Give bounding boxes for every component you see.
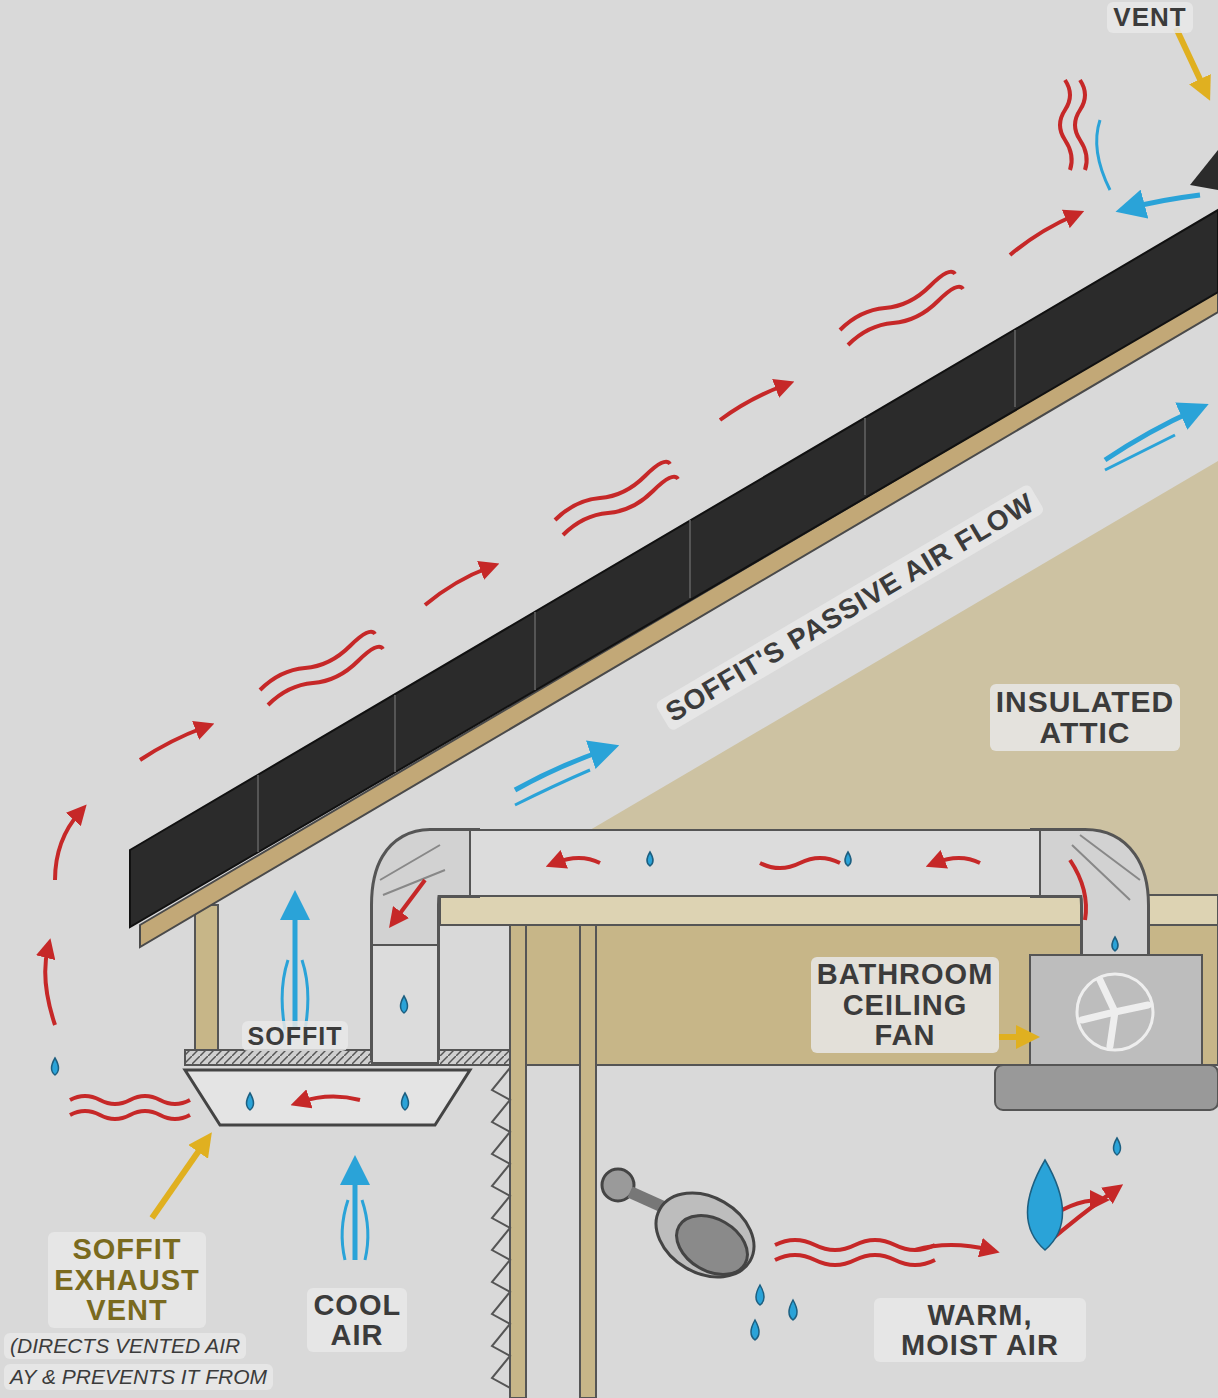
illustration-part [666, 1203, 758, 1286]
illustration-part [130, 210, 1218, 927]
illustration-part [140, 727, 205, 760]
illustration-part [293, 905, 298, 1030]
illustration-part [1030, 863, 1115, 955]
illustration-part [1112, 937, 1118, 951]
illustration-part [1105, 410, 1195, 460]
illustration-part [756, 1285, 764, 1305]
illustration-part [1130, 195, 1200, 208]
illustration-part [845, 852, 851, 866]
illustration-part [1097, 120, 1110, 190]
illustration-part [515, 770, 590, 805]
label-text: VENT [1107, 2, 1192, 33]
label-text: WARM, MOIST AIR [874, 1298, 1086, 1363]
illustration-part [1105, 435, 1175, 470]
illustration-part [580, 925, 596, 1398]
illustration-part [401, 996, 408, 1013]
illustration-part [362, 1200, 368, 1260]
illustration-part [1082, 980, 1148, 1046]
illustration-part [470, 830, 1040, 896]
label-text: COOL AIR [307, 1288, 406, 1353]
illustration-part [300, 1096, 360, 1102]
illustration-part [302, 960, 308, 1030]
illustration-part [641, 1176, 769, 1294]
illustration-part [45, 948, 55, 1025]
illustration-part [185, 1070, 470, 1125]
illustration-part [555, 858, 600, 863]
illustration-part [1060, 80, 1072, 170]
illustration-part [185, 1050, 510, 1065]
illustration-part [70, 1111, 190, 1119]
illustration-part [402, 1093, 409, 1110]
illustration-part [425, 567, 490, 605]
illustration-part [282, 120, 1200, 1260]
illustration-part [1030, 863, 1115, 955]
illustration-part [52, 852, 1121, 1340]
illustration-part [1028, 1160, 1063, 1250]
illustration-part [52, 1058, 59, 1075]
label-text: SOFFIT [242, 1021, 349, 1051]
illustration-part [55, 812, 80, 880]
illustration-part [247, 1093, 254, 1110]
illustration-part [353, 1170, 358, 1260]
illustration-part [647, 852, 653, 866]
illustration-part [510, 925, 1218, 1065]
label-text: INSULATED ATTIC [990, 684, 1180, 751]
illustration-part [1075, 80, 1087, 170]
illustration-part [998, 1034, 1028, 1040]
illustration-part [492, 1068, 510, 1388]
label-text: (DIRECTS VENTED AIR [4, 1333, 246, 1359]
illustration-part [195, 905, 218, 1055]
label-text: SOFFIT'S PASSIVE AIR FLOW [654, 483, 1045, 732]
illustration-part [602, 1169, 769, 1294]
illustration-part [1190, 150, 1218, 190]
illustration-part [510, 925, 526, 1398]
illustration-part [760, 858, 840, 868]
label-text: BATHROOM CEILING FAN [811, 957, 1000, 1052]
illustration-part [1176, 28, 1205, 90]
illustration-part [342, 1200, 348, 1260]
illustration-part [789, 1300, 797, 1320]
label-text: SOFFIT EXHAUST VENT [48, 1232, 206, 1327]
illustration-part [1070, 860, 1086, 920]
label-text: AY & PREVENTS IT FROM [4, 1364, 273, 1390]
illustration-part [751, 1320, 759, 1340]
illustration-part [1010, 215, 1075, 255]
illustration-part [848, 287, 963, 345]
illustration-part [720, 385, 785, 420]
illustration-part [282, 960, 288, 1030]
illustration-part [1030, 955, 1202, 1065]
illustration-part [1077, 974, 1153, 1050]
illustration-part [395, 880, 425, 920]
illustration-part [915, 1245, 990, 1250]
illustration-part [380, 835, 1140, 900]
illustration-part [45, 80, 1115, 1265]
illustration-part [152, 28, 1205, 1218]
illustration-part [152, 1142, 205, 1218]
illustration-part [775, 1240, 935, 1250]
illustration-part [563, 477, 678, 535]
illustration-part [70, 1096, 190, 1104]
illustration-part [935, 858, 980, 863]
illustration-part [775, 1255, 935, 1265]
illustration-part [1114, 1138, 1121, 1155]
illustration-part [995, 1065, 1218, 1110]
illustration-part [268, 647, 383, 705]
illustration-part [372, 945, 438, 1063]
